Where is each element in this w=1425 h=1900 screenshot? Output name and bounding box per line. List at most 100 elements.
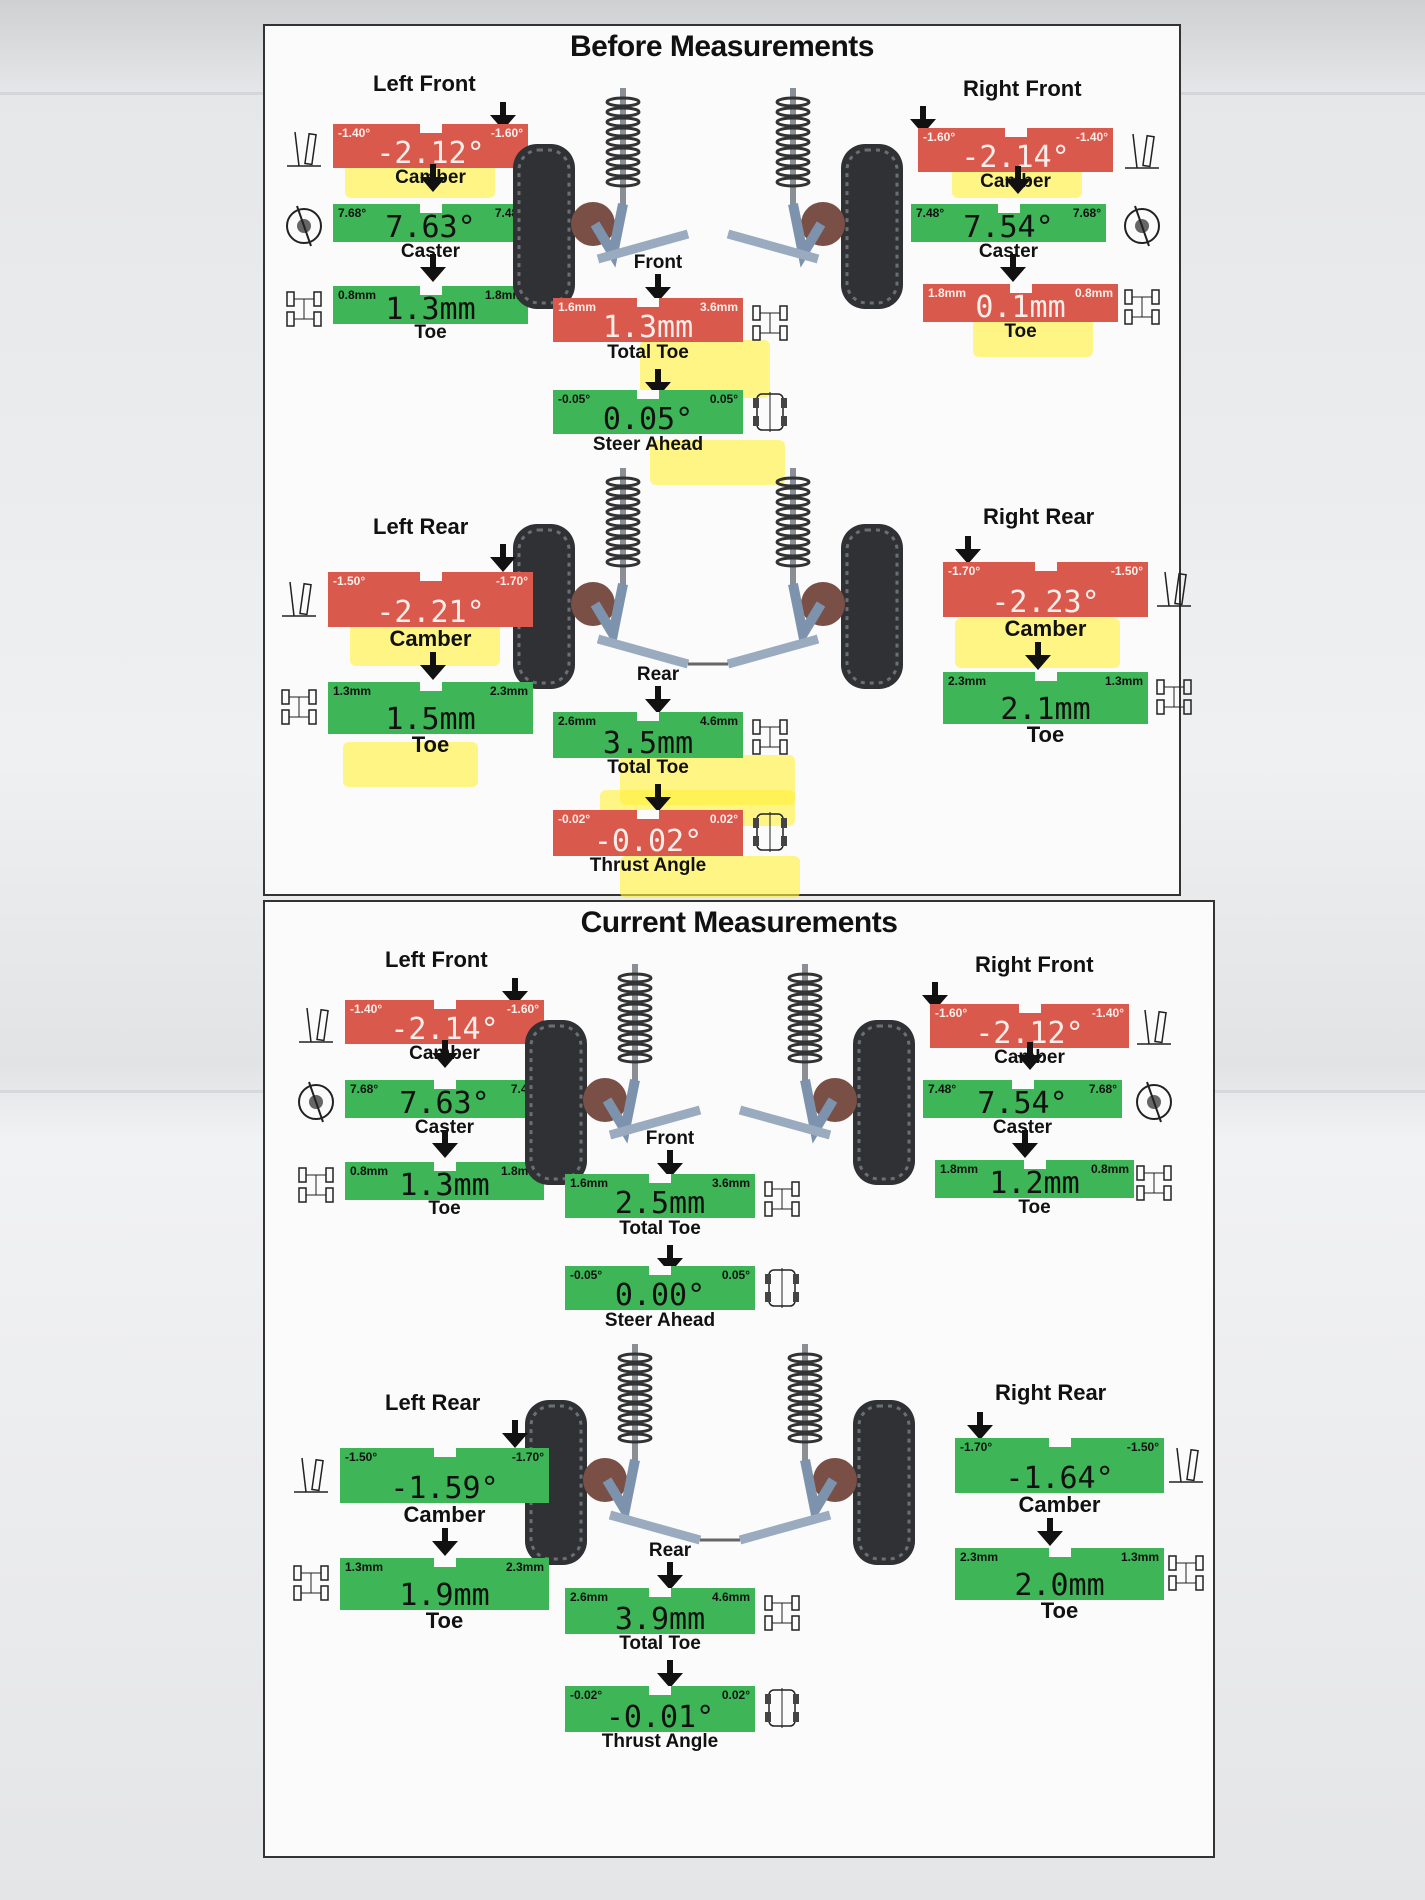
measurement-label: Caster	[992, 1117, 1053, 1138]
camber-icon	[282, 581, 316, 617]
measurement-gauge: 1.6mm 3.6mm 2.5mm	[565, 1174, 755, 1221]
gauge-target-notch	[649, 1686, 671, 1695]
toe-icon	[298, 1167, 334, 1203]
gauge-value: 2.5mm	[614, 1186, 706, 1221]
gauge-range-max: -1.50°	[1126, 1440, 1159, 1454]
gauge-range-min: 1.6mm	[558, 300, 597, 314]
wheel-position-label: Left Rear	[373, 514, 469, 539]
toe-icon	[286, 291, 322, 327]
measurement-label: Toe	[414, 322, 447, 343]
measurement-label: Total Toe	[619, 1633, 701, 1654]
wheel-position-label: Left Front	[385, 947, 488, 972]
gauge-range-min: -1.40°	[338, 126, 371, 140]
gauge-value: -0.02°	[593, 824, 703, 859]
measurement-label: Thrust Angle	[589, 855, 707, 876]
measurement-label: Steer Ahead	[604, 1310, 716, 1331]
gauge-target-notch	[433, 1080, 456, 1089]
gauge-target-notch	[419, 286, 442, 295]
measurement-label: Toe	[425, 1608, 464, 1633]
gauge-range-max: 0.05°	[721, 1268, 750, 1282]
gauge-range-min: -1.70°	[960, 1440, 993, 1454]
gauge-value: 7.63°	[385, 210, 476, 245]
gauge-value: 1.2mm	[989, 1166, 1080, 1201]
gauge-target-notch	[433, 1558, 456, 1567]
gauge-value: -0.01°	[605, 1700, 715, 1735]
camber-icon	[1157, 571, 1191, 607]
gauge-value: 7.54°	[977, 1086, 1068, 1121]
gauge-range-min: 0.8mm	[350, 1164, 389, 1178]
toe-icon	[293, 1565, 329, 1601]
wheel-position-label: Right Rear	[983, 504, 1095, 529]
gauge-value: 7.63°	[399, 1086, 490, 1121]
gauge-target-notch	[1004, 128, 1027, 137]
gauge-value: -1.59°	[390, 1471, 499, 1506]
gauge-range-max: -1.70°	[495, 574, 528, 588]
gauge-target-notch	[649, 1588, 671, 1597]
gauge-value: 1.3mm	[602, 310, 694, 345]
measurement-label: Camber	[403, 1502, 486, 1527]
gauge-range-max: 1.3mm	[1104, 674, 1143, 688]
steer-ahead-icon	[765, 1268, 799, 1308]
gauge-range-max: 3.6mm	[711, 1176, 750, 1190]
gauge-value: 1.9mm	[399, 1578, 490, 1613]
gauge-range-min: 2.6mm	[558, 714, 597, 728]
gauge-range-max: -1.40°	[1075, 130, 1108, 144]
gauge-range-max: 0.02°	[709, 812, 738, 826]
gauge-target-notch	[637, 712, 659, 721]
gauge-target-notch	[637, 390, 659, 399]
gauge-range-max: 2.3mm	[489, 684, 528, 698]
gauge-value: -2.12°	[376, 136, 485, 171]
caster-icon	[298, 1081, 334, 1123]
gauge-range-min: 1.6mm	[570, 1176, 609, 1190]
measurement-label: Camber	[389, 626, 472, 651]
gauge-range-min: -0.02°	[558, 812, 591, 826]
measurement-label: Thrust Angle	[601, 1731, 719, 1752]
measurement-gauge: -1.40°-1.60°-2.14°	[345, 1000, 544, 1045]
gauge-target-notch	[637, 298, 659, 307]
gauge-target-notch	[1018, 1004, 1041, 1013]
gauge-range-min: 7.68°	[350, 1082, 379, 1096]
gauge-target-notch	[1048, 1438, 1071, 1447]
gauge-range-min: 0.8mm	[338, 288, 377, 302]
gauge-target-notch	[1034, 672, 1057, 681]
measurement-gauge: -1.60°-1.40°-2.12°	[930, 1004, 1129, 1049]
total-toe-icon	[752, 305, 788, 341]
gauge-range-max: 1.8mm	[484, 288, 523, 302]
caster-icon	[286, 205, 322, 247]
measurement-label: Caster	[400, 241, 461, 262]
camber-icon	[1137, 1009, 1171, 1045]
axle-label: Front	[633, 252, 683, 273]
measurement-gauge: -0.05°0.05°0.00°	[565, 1266, 755, 1311]
measurement-gauge: -1.70°-1.50°-1.64°	[955, 1438, 1164, 1494]
gauge-target-notch	[419, 124, 442, 133]
measurement-label: Toe	[1018, 1197, 1051, 1218]
front-suspension-icon	[513, 88, 903, 309]
gauge-target-notch	[419, 682, 442, 691]
gauge-value: 1.3mm	[399, 1168, 490, 1203]
gauge-range-min: 1.3mm	[333, 684, 372, 698]
gauge-target-notch	[1023, 1160, 1046, 1169]
toe-icon	[281, 689, 317, 725]
gauge-value: -2.21°	[376, 595, 485, 630]
camber-icon	[1169, 1447, 1203, 1483]
measurement-label: Toe	[1004, 321, 1037, 342]
wheel-position-label: Left Front	[373, 71, 476, 96]
measurement-label: Camber	[1018, 1492, 1101, 1517]
toe-icon	[1136, 1165, 1172, 1201]
measurement-label: Toe	[428, 1198, 461, 1219]
gauge-target-notch	[1048, 1548, 1071, 1557]
gauge-target-notch	[433, 1000, 456, 1009]
axle-label: Rear	[636, 664, 680, 685]
measurement-gauge: -1.60°-1.40°-2.14°	[918, 128, 1113, 173]
gauge-target-notch	[637, 810, 659, 819]
camber-icon	[294, 1457, 328, 1493]
gauge-range-max: 1.3mm	[1120, 1550, 1159, 1564]
gauge-target-notch	[997, 204, 1020, 213]
gauge-range-min: -0.05°	[570, 1268, 603, 1282]
gauge-range-min: -0.05°	[558, 392, 591, 406]
